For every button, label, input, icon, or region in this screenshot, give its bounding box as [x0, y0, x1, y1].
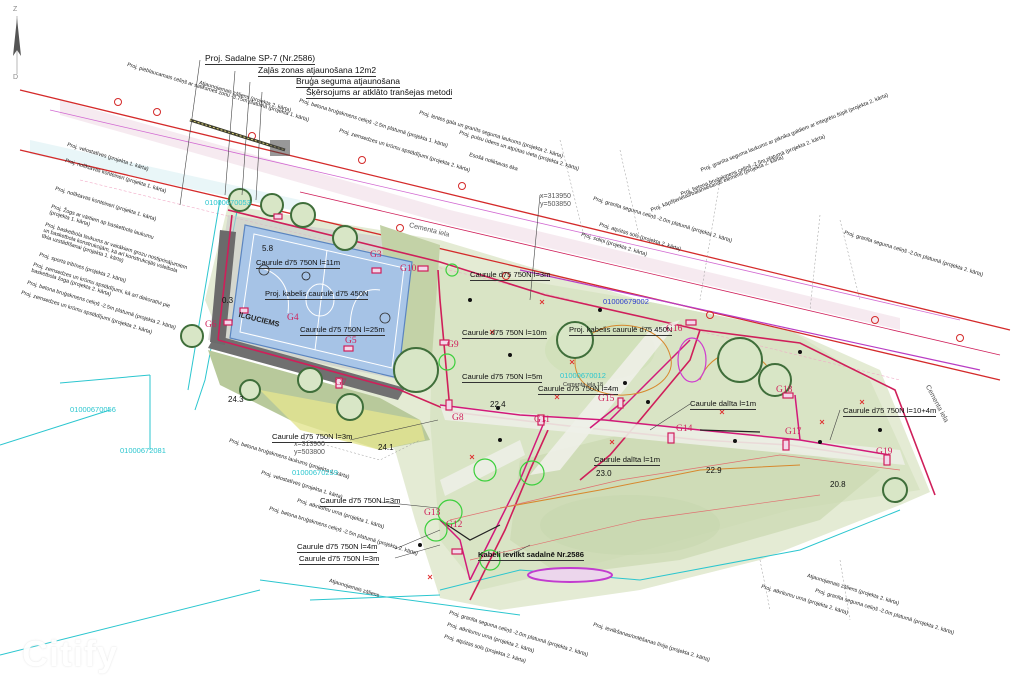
- callout-paving: Bruģa seguma atjaunošana: [296, 76, 400, 88]
- cable-black: [439, 429, 761, 541]
- coordinate-1-x: x=313950: [540, 193, 571, 200]
- cable-route: [439, 339, 891, 581]
- pipe-label-p13: Caurule d75 750N l=3m: [320, 496, 401, 507]
- trees: [180, 188, 908, 503]
- cadastral-id-6: 01000670259: [292, 468, 338, 477]
- well-tag-g5: G5: [345, 336, 357, 346]
- well-tag-g13: G13: [424, 508, 441, 518]
- level-24-3: 24.3: [228, 395, 244, 404]
- level-0-3: 0.3: [222, 296, 234, 305]
- cadastral-id-4: 01000670056: [70, 405, 116, 414]
- level-22-4: 22.4: [490, 400, 506, 409]
- well-tag-g19: G19: [876, 447, 893, 457]
- north-arrow-icon: [13, 16, 21, 74]
- cadastral-id-1: 01000670053: [205, 198, 251, 207]
- new-tree-markers: [424, 263, 545, 571]
- well-tag-g3: G3: [370, 250, 382, 260]
- pipe-label-p3: Caurule d75 750N l=25m: [300, 325, 385, 336]
- well-tag-g11: G11: [534, 415, 551, 425]
- callout-frames: [299, 139, 861, 621]
- fixtures: [418, 298, 882, 547]
- well-tag-g14: G14: [676, 424, 693, 434]
- pipe-label-p8: Caurule d75 750N l=4m: [538, 384, 619, 395]
- leader-lines: [179, 59, 841, 559]
- well-tag-g10: G10: [400, 264, 417, 274]
- well-tag-g17: G17: [785, 427, 802, 437]
- level-5-8: 5.8: [262, 244, 274, 253]
- well-tag-g8: G8: [452, 413, 464, 423]
- red-x-marks: [427, 299, 865, 580]
- level-20-8: 20.8: [830, 480, 846, 489]
- pipe-label-p2: Proj. kabelis caurulē d75 450N: [265, 289, 369, 300]
- well-tag-g7: G7: [335, 378, 347, 388]
- pipe-label-p9: Caurule dalīta l=1m: [690, 399, 757, 410]
- well-tag-g16: G16: [666, 324, 683, 334]
- callout-trench-crossing: Šķērsojums ar atklāto tranšejas metodi: [306, 87, 453, 99]
- pipe-label-p12: Caurule d75 750N l=3m: [272, 432, 353, 443]
- north-arrow-bottom-letter: D: [13, 74, 19, 81]
- watermark-logo: Citify: [22, 633, 118, 674]
- cadastral-id-3: 01000670012: [560, 371, 606, 380]
- coordinate-1-y: y=503850: [540, 201, 571, 209]
- well-tag-g12: G12: [446, 520, 463, 530]
- pipe-label-p10: Caurule d75 750N l=10+4m: [843, 406, 937, 417]
- pipe-label-p17: Kabeli ievilkt sadalnē Nr.2586: [478, 550, 584, 561]
- pipe-label-p15: Caurule d75 750N l=4m: [297, 542, 378, 553]
- level-24-1: 24.1: [378, 443, 394, 452]
- pipe-label-p7: Caurule d75 750N l=5m: [462, 372, 543, 383]
- pipe-label-p5: Caurule d75 750N l=10m: [462, 328, 547, 339]
- well-tag-g6: G6: [205, 320, 217, 330]
- well-tag-g15: G15: [598, 394, 615, 404]
- well-markers: [223, 213, 891, 555]
- level-22-9: 22.9: [706, 466, 722, 475]
- coordinate-2-y: y=503800: [294, 449, 325, 457]
- coordinate-2: x=313900 y=503800: [294, 441, 325, 457]
- cadastral-id-2: 01000679002: [603, 297, 649, 306]
- coordinate-1: x=313950 y=503850: [540, 193, 571, 209]
- cable-pit-ellipse: [527, 567, 613, 583]
- coordinate-2-x: x=313900: [294, 441, 325, 448]
- pipe-label-p16: Caurule d75 750N l=3m: [299, 554, 380, 565]
- well-tag-g9: G9: [447, 340, 459, 350]
- callout-green-zone: Zaļās zonas atjaunošana 12m2: [258, 65, 377, 77]
- well-tag-g18: G18: [776, 385, 793, 395]
- north-arrow-top-letter: Z: [13, 6, 18, 13]
- north-arrow: Z D: [10, 6, 24, 82]
- cadastral-id-5: 01000672081: [120, 446, 166, 455]
- basketball-court: [229, 224, 413, 379]
- pipe-label-p4: Caurule d75 750N l=3m: [470, 270, 551, 281]
- pipe-label-p1: Caurule d75 750N l=11m: [256, 258, 341, 269]
- well-tag-g4: G4: [287, 313, 299, 323]
- pipe-label-p6: Proj. kabelis caurulē d75 450N: [569, 325, 673, 336]
- level-23-0: 23.0: [596, 469, 612, 478]
- playground-ellipse: [677, 337, 707, 383]
- cadastral-note: Cementa iela 18: [563, 382, 604, 388]
- pipe-label-p11: Caurule dalīta l=1m: [594, 455, 661, 466]
- cadastral-lines: [0, 194, 901, 656]
- callout-sadalne: Proj. Sadalne SP-7 (Nr.2586): [205, 53, 316, 65]
